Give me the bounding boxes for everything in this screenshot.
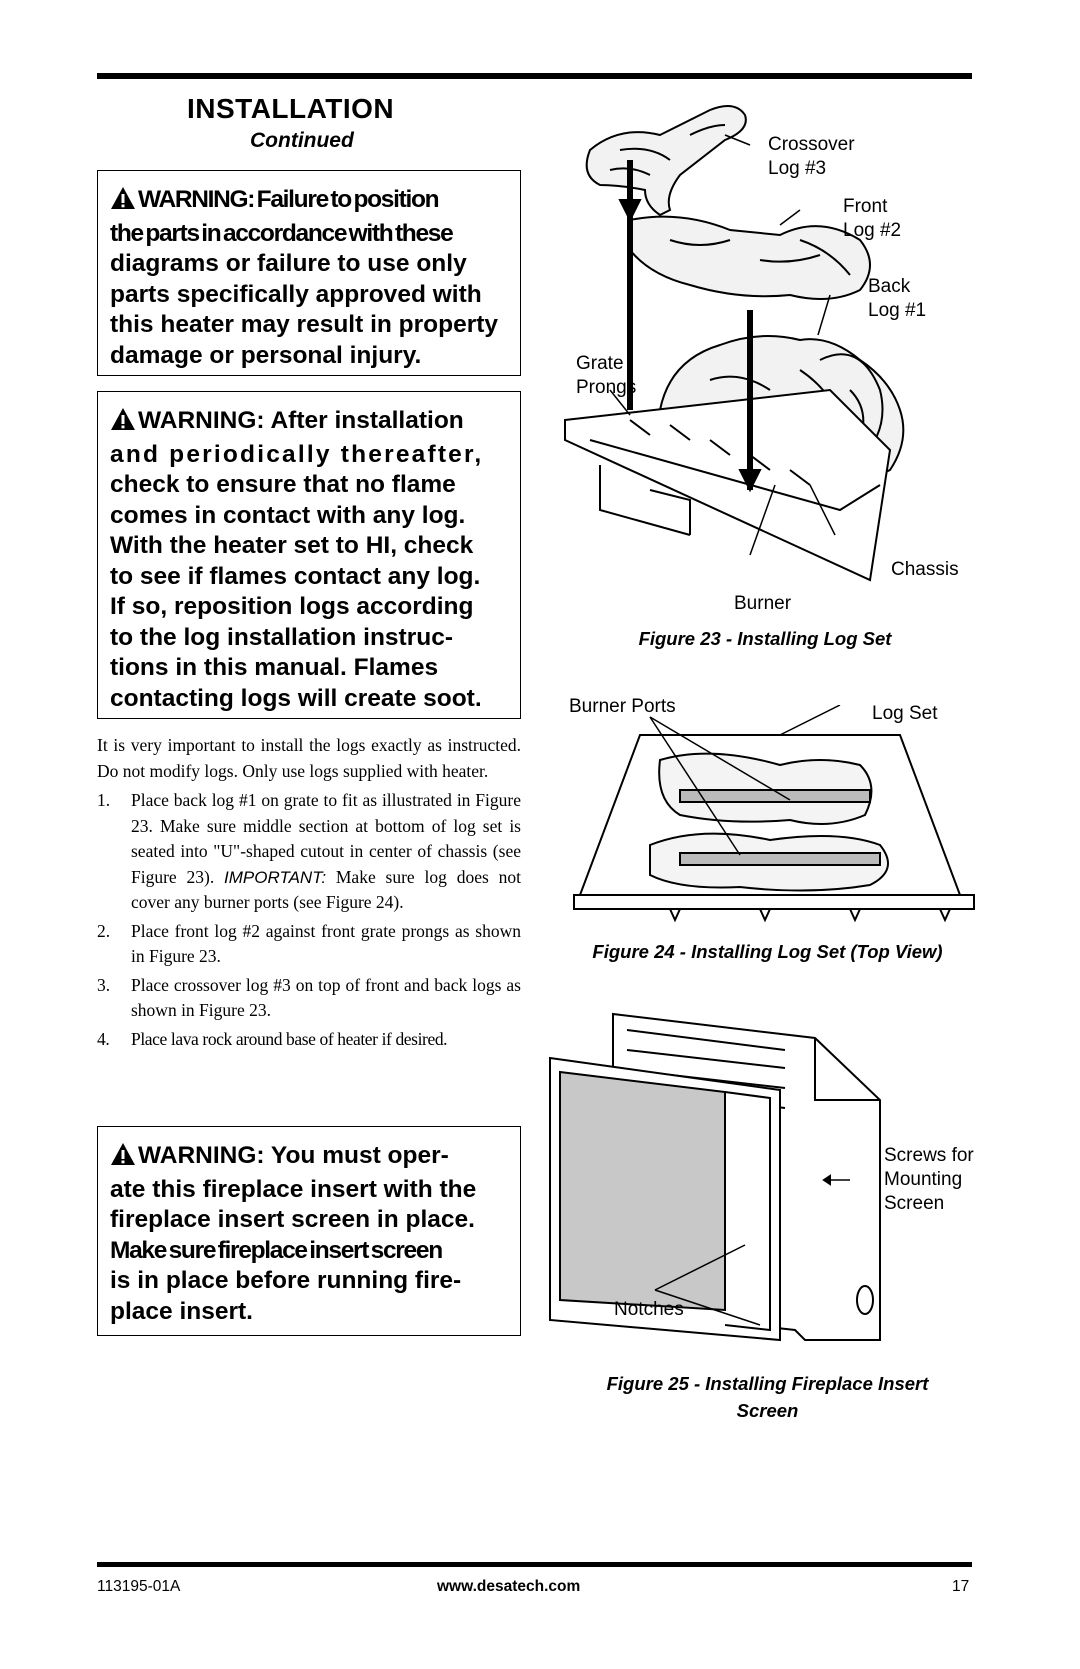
page-number: 17 — [952, 1578, 970, 1595]
figure-23-caption: Figure 23 - Installing Log Set — [638, 628, 892, 649]
top-rule — [97, 73, 972, 79]
warning-box-2: WARNING: After installation and periodic… — [97, 391, 521, 719]
label-burner-ports: Burner Ports — [569, 696, 676, 717]
label-log-set: Log Set — [872, 703, 938, 724]
list-item: 2. Place front log #2 against front grat… — [97, 920, 521, 967]
warning-line: damage or personal injury. — [110, 341, 422, 369]
list-item: 1. Place back log #1 on grate to fit as … — [97, 790, 521, 912]
warning-line: to the log installation instruc- — [110, 623, 453, 651]
steps-list: 1. Place back log #1 on grate to fit as … — [97, 788, 521, 1052]
log-instructions: It is very important to install the logs… — [97, 733, 521, 1055]
label-notches: Notches — [614, 1299, 684, 1320]
warning-line: WARNING: You must oper- — [110, 1141, 508, 1175]
warning-icon — [110, 186, 136, 219]
list-item: 3. Place crossover log #3 on top of fron… — [97, 974, 521, 1021]
page-subtitle: Continued — [250, 129, 354, 152]
warning-line: this heater may result in property — [110, 311, 499, 338]
warning-icon — [110, 407, 136, 440]
warning-line: is in place before running fire- — [110, 1267, 462, 1294]
warning-icon — [110, 1142, 136, 1175]
page-title: INSTALLATION — [187, 93, 395, 124]
warning-box-3: WARNING: You must oper- ate this firepla… — [97, 1126, 521, 1336]
warning-line: With the heater set to HI, check — [110, 532, 474, 559]
warning-line: fireplace insert screen in place. — [110, 1206, 475, 1233]
warning-box-1: WARNING: Failure to position the parts i… — [97, 170, 521, 376]
website-link[interactable]: www.desatech.com — [437, 1578, 581, 1595]
warning-line: WARNING: After installation — [110, 406, 508, 440]
warning-line: place insert. — [110, 1297, 253, 1325]
footer-rule — [97, 1562, 972, 1567]
figure-24-caption: Figure 24 - Installing Log Set (Top View… — [592, 941, 943, 962]
warning-line: to see if flames contact any log. — [110, 562, 481, 590]
figure-25-insert-screen-illustration — [549, 1012, 881, 1342]
figure-23-log-set-illustration — [564, 105, 905, 582]
warning-line: ate this fireplace insert with the — [110, 1175, 477, 1203]
label-chassis: Chassis — [891, 559, 959, 580]
label-burner: Burner — [734, 593, 792, 614]
figure-24-top-view-illustration — [573, 705, 975, 923]
warning-line: tions in this manual. Flames — [110, 654, 439, 681]
warning-line: and periodically thereafter, — [110, 440, 484, 468]
warning-line: WARNING: Failure to position — [110, 185, 508, 219]
warning-line: Make sure fireplace insert screen — [110, 1236, 443, 1264]
warning-line: comes in contact with any log. — [110, 501, 466, 529]
warning-line: contacting logs will create soot. — [110, 684, 482, 712]
warning-line: diagrams or failure to use only — [110, 250, 467, 277]
important-label: IMPORTANT: — [224, 867, 327, 887]
warning-line: check to ensure that no flame — [110, 471, 456, 498]
doc-number: 113195-01A — [97, 1578, 181, 1595]
warning-line: the parts in accordance with these — [110, 219, 454, 247]
intro-paragraph: It is very important to install the logs… — [97, 735, 521, 781]
warning-line: If so, reposition logs according — [110, 593, 474, 620]
list-item: 4. Place lava rock around base of heater… — [97, 1028, 448, 1049]
warning-line: parts specifically approved with — [110, 280, 482, 308]
